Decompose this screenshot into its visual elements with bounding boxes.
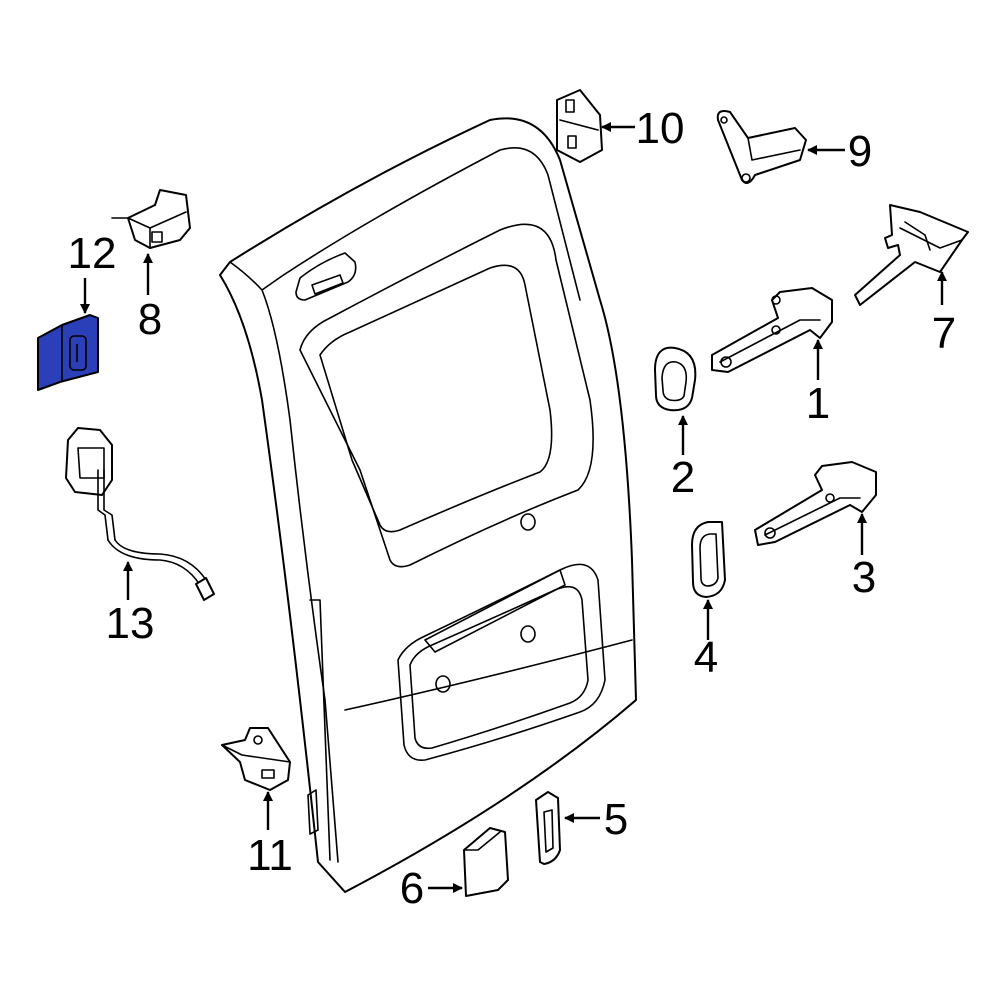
- part-3-hinge: [754, 461, 877, 546]
- callout-9: 9: [848, 127, 872, 176]
- part-2-bezel: [654, 346, 697, 412]
- part-7-check-strap: [854, 204, 969, 306]
- part-10-plate: [556, 89, 603, 163]
- callout-5: 5: [604, 795, 628, 844]
- callout-2: 2: [671, 453, 695, 502]
- part-1-hinge: [711, 287, 833, 373]
- callout-8: 8: [138, 295, 162, 344]
- part-11-hinge-bracket: [221, 727, 291, 791]
- part-4-bezel: [691, 521, 726, 598]
- callout-6: 6: [400, 864, 424, 913]
- part-8-bracket: [111, 189, 191, 249]
- part-13-lock-cable: [65, 427, 215, 601]
- callout-10: 10: [636, 104, 685, 153]
- callout-11: 11: [247, 831, 293, 880]
- callout-labels: 1 2 3 4 5 6 7 8 9 10 11 12 13: [68, 104, 957, 913]
- callout-7: 7: [932, 309, 956, 358]
- callout-12: 12: [68, 229, 117, 278]
- rear-door-panel: [219, 117, 637, 893]
- part-6-cover: [463, 827, 509, 897]
- part-12-latch-cover: [37, 314, 99, 391]
- callout-1: 1: [806, 379, 830, 428]
- leader-lines: [80, 122, 947, 893]
- callout-13: 13: [106, 599, 155, 648]
- callout-4: 4: [694, 633, 718, 682]
- part-5-trim: [535, 791, 561, 865]
- part-9-bracket: [716, 110, 807, 185]
- callout-3: 3: [852, 553, 876, 602]
